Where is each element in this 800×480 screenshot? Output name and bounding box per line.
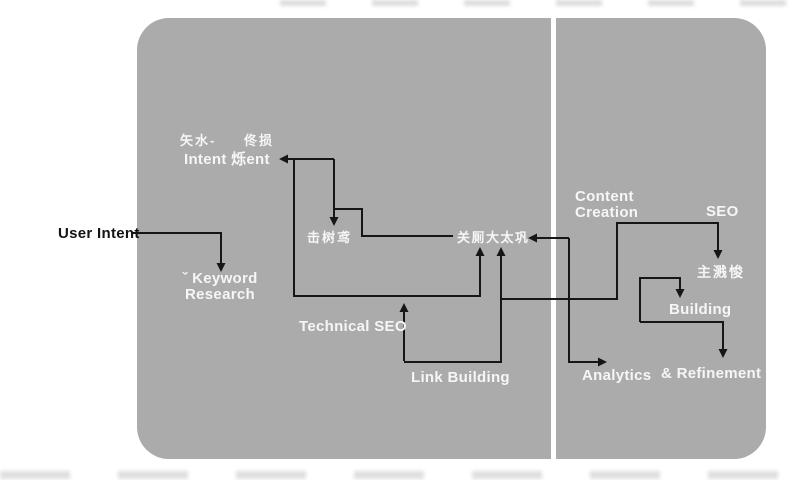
artifact-smudge-top <box>280 0 800 6</box>
label-building: Building <box>669 301 732 318</box>
label-seo: SEO <box>706 203 739 220</box>
label-content-creation: Content Creation <box>575 189 638 220</box>
label-refinement: & Refinement <box>661 365 762 382</box>
label-keyword-research: ˇ Keyword Research <box>172 271 268 302</box>
label-user-intent: User Intent <box>58 225 140 242</box>
label-content-creation-line1: Content <box>575 188 634 205</box>
label-mid-garbled: 击树鸢 <box>307 230 353 245</box>
label-analytics: Analytics <box>582 367 652 384</box>
artifact-smudge-bottom <box>0 471 800 479</box>
label-keyword-research-line1: ˇ Keyword <box>182 270 258 287</box>
diagram-panel <box>137 18 766 459</box>
label-right-garbled: 主溅悛 <box>697 264 745 280</box>
label-intent-garbled-1a: 矢水- <box>180 133 217 148</box>
label-keyword-research-line2: Research <box>185 285 255 303</box>
label-intent-garbled-1b: 佟损 <box>244 133 275 148</box>
label-center-garbled: 关厠大太巩 <box>457 230 530 245</box>
label-content-creation-line2: Creation <box>575 203 639 221</box>
label-intent-garbled-2: Intent 烁ent <box>184 151 270 168</box>
panel-divider-line <box>551 18 556 459</box>
label-technical-seo: Technical SEO <box>299 318 407 335</box>
label-link-building: Link Building <box>411 369 510 386</box>
